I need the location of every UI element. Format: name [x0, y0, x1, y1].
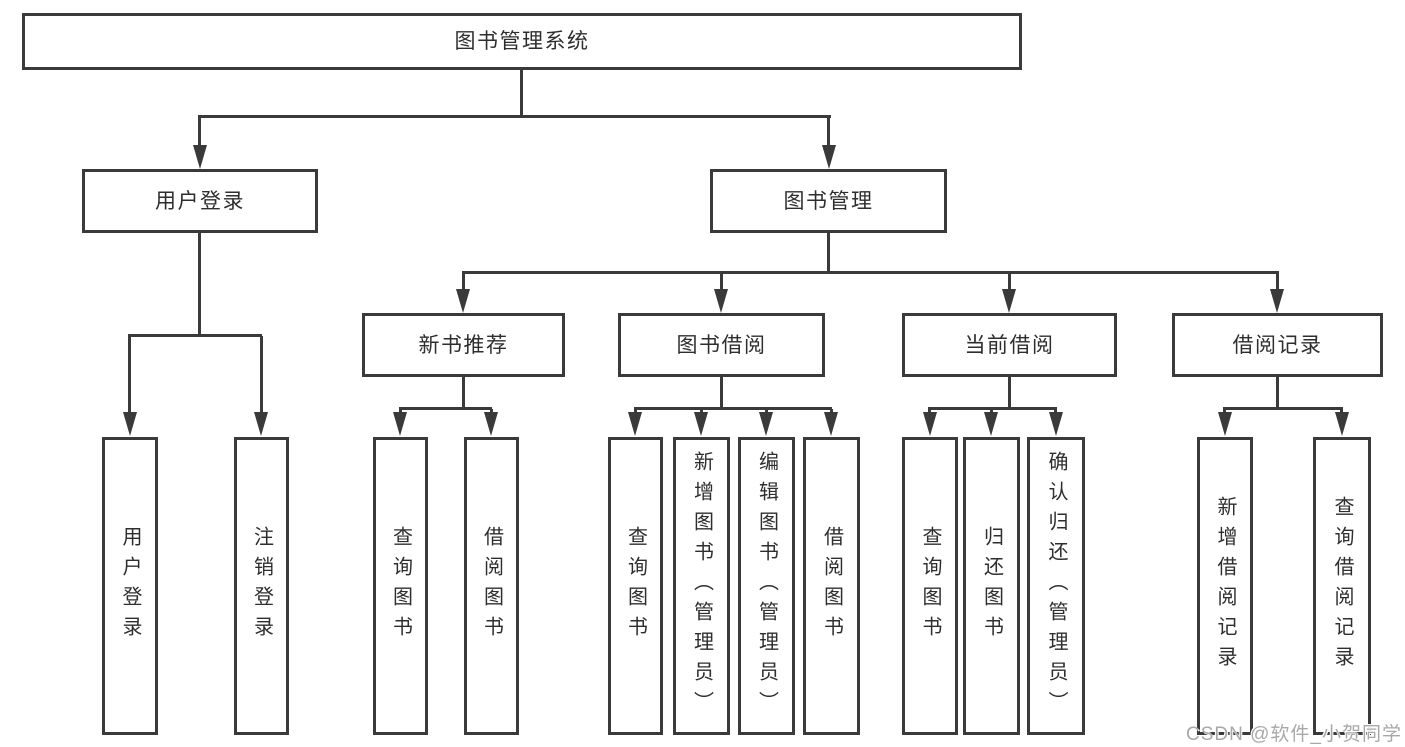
node-label: 查询图书 [389, 526, 412, 646]
connector-line [634, 409, 637, 414]
arrow-down-icon [824, 412, 838, 436]
connector-line [490, 409, 493, 414]
leaf-borrow-books-recommend: 借阅图书 [464, 437, 519, 735]
node-label: 当前借阅 [964, 333, 1055, 357]
node-label: 用户登录 [119, 526, 141, 646]
arrow-down-icon [822, 145, 836, 169]
node-label: 查询借阅记录 [1331, 496, 1353, 676]
leaf-query-borrow-record: 查询借阅记录 [1313, 437, 1371, 735]
connector-line [1223, 409, 1226, 414]
arrow-down-icon [628, 412, 642, 436]
node-label: 注销登录 [250, 526, 273, 646]
connector-line [462, 271, 1279, 274]
node-label: 确认归还（管理员） [1045, 451, 1067, 721]
connector-line [128, 334, 262, 337]
arrow-down-icon [759, 412, 773, 436]
arrow-down-icon [1335, 412, 1349, 436]
node-label: 图书管理系统 [454, 30, 590, 53]
leaf-query-books-current: 查询图书 [902, 437, 958, 735]
connector-line [260, 336, 263, 413]
connector-line [928, 409, 931, 414]
connector-line [700, 409, 703, 414]
node-book-borrowing: 图书借阅 [618, 313, 825, 377]
connector-line [198, 115, 831, 118]
node-book-management: 图书管理 [710, 169, 947, 233]
connector-line [634, 407, 832, 410]
arrow-down-icon [193, 145, 207, 169]
connector-line [1008, 377, 1011, 409]
arrow-down-icon [984, 412, 998, 436]
node-label: 查询图书 [624, 526, 647, 646]
connector-line [1276, 273, 1279, 291]
connector-line [399, 409, 402, 414]
node-label: 借阅图书 [480, 526, 503, 646]
arrow-down-icon [393, 412, 407, 436]
connector-line [520, 69, 523, 118]
arrow-down-icon [1002, 289, 1016, 313]
leaf-logout: 注销登录 [234, 437, 289, 735]
connector-line [1340, 409, 1343, 414]
connector-line [830, 409, 833, 414]
connector-line [128, 336, 131, 413]
connector-line [198, 233, 201, 336]
node-borrowing-records: 借阅记录 [1172, 313, 1383, 377]
node-label: 新增借阅记录 [1214, 496, 1236, 676]
node-label: 新增图书（管理员） [690, 451, 713, 721]
connector-line [1223, 407, 1343, 410]
leaf-borrow-books-borrowing: 借阅图书 [803, 437, 860, 735]
leaf-query-books-borrowing: 查询图书 [608, 437, 663, 735]
arrow-down-icon [484, 412, 498, 436]
node-library-management-system: 图书管理系统 [22, 13, 1022, 70]
connector-line [827, 117, 830, 147]
node-label: 归还图书 [980, 526, 1003, 646]
leaf-confirm-return-admin: 确认归还（管理员） [1027, 437, 1085, 735]
leaf-add-book-admin: 新增图书（管理员） [673, 437, 730, 735]
connector-line [1008, 273, 1011, 291]
node-label: 新书推荐 [418, 333, 509, 357]
arrow-down-icon [1270, 289, 1284, 313]
arrow-down-icon [254, 412, 268, 436]
arrow-down-icon [1049, 412, 1063, 436]
arrow-down-icon [1218, 412, 1232, 436]
node-label: 图书借阅 [676, 333, 767, 357]
node-label: 借阅图书 [820, 526, 843, 646]
connector-line [765, 409, 768, 414]
connector-line [462, 273, 465, 291]
leaf-edit-book-admin: 编辑图书（管理员） [738, 437, 795, 735]
arrow-down-icon [923, 412, 937, 436]
node-current-borrowing: 当前借阅 [902, 313, 1117, 377]
connector-line [928, 407, 1057, 410]
arrow-down-icon [714, 289, 728, 313]
node-user-login: 用户登录 [82, 169, 318, 233]
connector-line [720, 377, 723, 409]
node-label: 图书管理 [783, 189, 874, 213]
leaf-add-borrow-record: 新增借阅记录 [1197, 437, 1253, 735]
arrow-down-icon [123, 412, 137, 436]
leaf-query-books-recommend: 查询图书 [373, 437, 428, 735]
leaf-return-books: 归还图书 [963, 437, 1020, 735]
connector-line [462, 377, 465, 409]
arrow-down-icon [694, 412, 708, 436]
node-label: 借阅记录 [1232, 333, 1323, 357]
node-label: 编辑图书（管理员） [755, 451, 778, 721]
node-label: 查询图书 [919, 526, 941, 646]
connector-line [990, 409, 993, 414]
watermark-text: CSDN @软件_小贺同学 [1186, 724, 1402, 745]
connector-line [1276, 377, 1279, 409]
node-label: 用户登录 [155, 189, 245, 213]
leaf-user-login: 用户登录 [102, 437, 158, 735]
connector-line [720, 273, 723, 291]
connector-line [1054, 409, 1057, 414]
arrow-down-icon [456, 289, 470, 313]
node-new-book-recommendation: 新书推荐 [362, 313, 565, 377]
connector-line [399, 407, 492, 410]
connector-line [198, 117, 201, 147]
connector-line [827, 232, 830, 273]
